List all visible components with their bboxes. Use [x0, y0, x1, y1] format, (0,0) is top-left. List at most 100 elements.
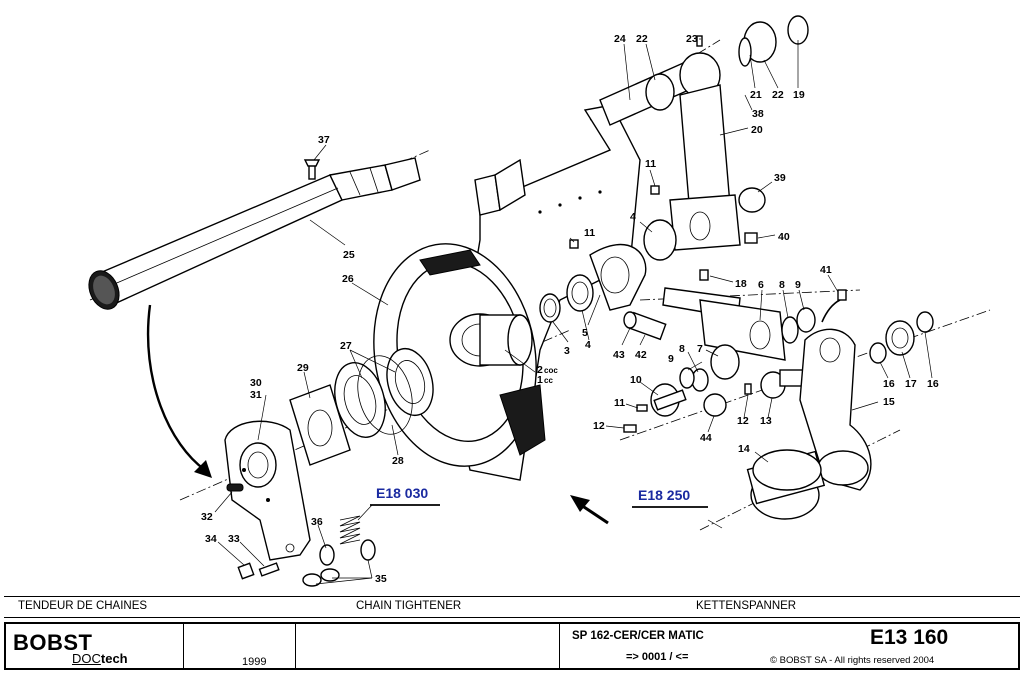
- eccentric-13: [760, 369, 807, 399]
- callout-16-left: 16: [883, 378, 895, 390]
- title-block: TENDEUR DE CHAINES CHAIN TIGHTENER KETTE…: [0, 594, 1024, 675]
- bobst-logo: BOBST: [13, 630, 93, 655]
- callout-labels: 24 22 23 21 22 19 38 20 37 11 39 4 40 11…: [201, 33, 939, 585]
- callout-2: 2: [537, 364, 543, 376]
- tension-rod-6: [662, 287, 816, 361]
- callout-28: 28: [392, 455, 404, 467]
- callout-18: 18: [735, 278, 747, 290]
- callout-26: 26: [342, 273, 354, 285]
- callout-37: 37: [318, 134, 330, 146]
- callout-11-low: 11: [614, 397, 625, 409]
- screw-12-left: [623, 424, 637, 433]
- callout-41: 41: [820, 264, 832, 276]
- callout-11-mid: 11: [584, 227, 595, 239]
- exploded-parts-diagram: 24 22 23 21 22 19 38 20 37 11 39 4 40 11…: [88, 15, 991, 587]
- callout-3: 3: [564, 345, 570, 357]
- eccentric-10: [650, 383, 687, 417]
- drawing-number: E13 160: [870, 626, 949, 649]
- callout-19: 19: [793, 89, 805, 101]
- callout-25: 25: [343, 249, 355, 261]
- callout-16-right: 16: [927, 378, 939, 390]
- serial-range: => 0001 / <=: [626, 651, 689, 663]
- callout-1: 1: [537, 374, 543, 386]
- grease-nipple-37: [303, 159, 321, 180]
- title-english: CHAIN TIGHTENER: [356, 600, 462, 612]
- screw-11-lower: [636, 404, 648, 412]
- callout-10: 10: [630, 374, 642, 386]
- pin-33: [258, 562, 280, 577]
- callout-38: 38: [752, 108, 764, 120]
- callout-34: 34: [205, 533, 217, 545]
- callout-20: 20: [751, 124, 763, 136]
- callout-22-top: 22: [636, 33, 648, 45]
- callout-15: 15: [883, 396, 895, 408]
- callout-9-mid: 9: [668, 353, 674, 365]
- callout-8-top: 8: [779, 279, 785, 291]
- bearing-16-17: [869, 311, 934, 364]
- callout-33: 33: [228, 533, 240, 545]
- callout-13: 13: [760, 415, 772, 427]
- callout-11-top: 11: [645, 158, 656, 170]
- copyright-notice: © BOBST SA - All rights reserved 2004: [770, 655, 935, 666]
- callout-40: 40: [778, 231, 790, 243]
- tension-arm-15: [799, 328, 872, 491]
- grease-nipple-41: [821, 289, 847, 323]
- clamp-block-29: [289, 384, 351, 466]
- washer-39: [738, 187, 766, 213]
- bushing-4-upper: [643, 219, 677, 261]
- leader-lines: [214, 38, 933, 585]
- callout-27: 27: [340, 340, 352, 352]
- logo-cell: BOBST DOCtech: [6, 624, 184, 668]
- callout-6: 6: [758, 279, 764, 291]
- logo-tech-text: tech: [100, 651, 128, 666]
- logo-doc-text: DOC: [72, 651, 101, 666]
- callout-12-left: 12: [593, 420, 605, 432]
- callout-4-top: 4: [630, 211, 636, 223]
- year-text: 1999: [242, 656, 267, 668]
- callout-21: 21: [750, 89, 762, 101]
- callout-42: 42: [635, 349, 647, 361]
- callout-39: 39: [774, 172, 786, 184]
- callout-8-mid: 8: [679, 343, 685, 355]
- callout-29: 29: [297, 362, 309, 374]
- callout-5: 5: [582, 327, 588, 339]
- callout-43: 43: [613, 349, 625, 361]
- callout-1-unit: cc: [544, 376, 553, 385]
- year-cell: [184, 624, 296, 668]
- screw-11-mid: [569, 239, 579, 249]
- bolt-40: [744, 232, 758, 244]
- title-french: TENDEUR DE CHAINES: [18, 600, 148, 612]
- bushing-3-4-5: [539, 243, 647, 323]
- callout-2-unit: coc: [544, 366, 558, 375]
- callout-23: 23: [686, 33, 698, 45]
- screw-12-right: [744, 383, 752, 395]
- machine-model: SP 162-CER/CER MATIC: [572, 630, 704, 642]
- ring-44: [703, 393, 727, 417]
- shaft-25: [88, 157, 421, 310]
- reference-e18-030[interactable]: E18 030: [376, 485, 428, 501]
- callout-35: 35: [375, 573, 387, 585]
- screw-11-upper: [650, 185, 660, 195]
- grease-nipple-18: [699, 269, 709, 281]
- key-32: [226, 483, 244, 492]
- callout-36: 36: [311, 516, 323, 528]
- callout-24: 24: [614, 33, 626, 45]
- callout-30: 30: [250, 377, 262, 389]
- callout-4-mid: 4: [585, 339, 591, 351]
- blank-cell: [296, 624, 560, 668]
- callout-9-top: 9: [795, 279, 801, 291]
- title-german: KETTENSPANNER: [696, 600, 797, 612]
- bushing-7-8-9: [679, 344, 740, 392]
- callout-12-right: 12: [737, 415, 749, 427]
- bearing-27: [334, 347, 434, 438]
- callout-22-right: 22: [772, 89, 784, 101]
- lever-arm-30-31: [224, 420, 311, 561]
- connecting-rod-20: [599, 15, 809, 251]
- reference-e18-250[interactable]: E18 250: [638, 487, 690, 503]
- doctech-logo: DOCtech: [72, 651, 128, 666]
- nut-34: [237, 562, 255, 580]
- roller-14: [746, 449, 826, 520]
- callout-14: 14: [738, 443, 750, 455]
- callout-32: 32: [201, 511, 213, 523]
- callout-17: 17: [905, 378, 917, 390]
